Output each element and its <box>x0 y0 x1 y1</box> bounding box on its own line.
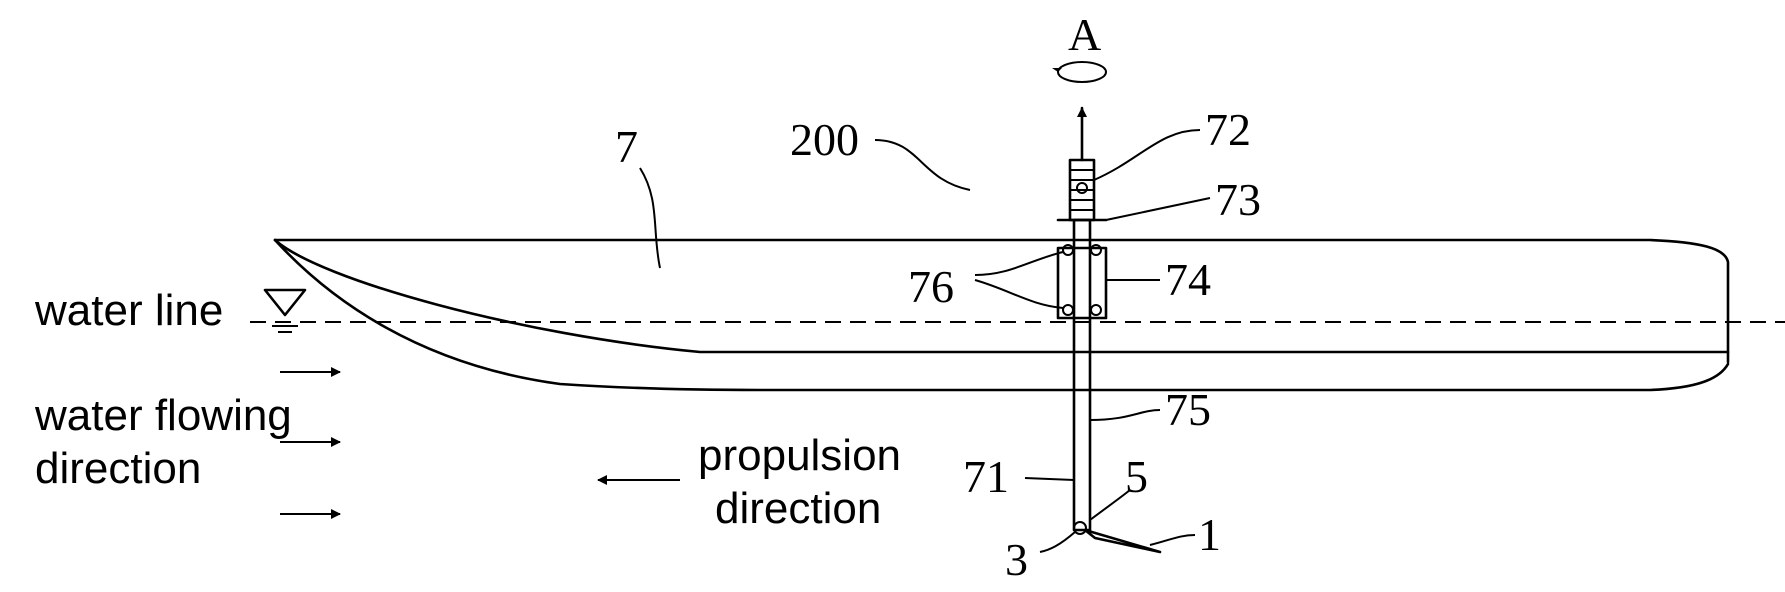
bolt-76d <box>1091 305 1101 315</box>
hull-deck-line <box>275 240 1728 362</box>
ref-76: 76 <box>908 261 954 312</box>
leader-5 <box>1090 490 1130 520</box>
rotation-symbol <box>1052 62 1106 82</box>
bolt-76a <box>1063 245 1073 255</box>
leader-71 <box>1025 478 1074 480</box>
leader-200 <box>875 140 970 190</box>
hull-upper-chine <box>275 240 1728 352</box>
pivot-3 <box>1074 522 1086 534</box>
ref-3: 3 <box>1005 534 1028 585</box>
rotation-label-a: A <box>1068 9 1101 60</box>
water-level-symbol <box>265 290 305 332</box>
boat-hull <box>275 240 1728 390</box>
ref-72: 72 <box>1205 104 1251 155</box>
fin-1 <box>1085 530 1160 552</box>
shaft-75 <box>1074 220 1090 530</box>
propulsion-label-2: direction <box>715 484 881 533</box>
ref-5: 5 <box>1125 451 1148 502</box>
water-flowing-label-2: direction <box>35 444 201 493</box>
ref-7: 7 <box>615 121 638 172</box>
hull-keel-line <box>275 240 1728 390</box>
propulsion-label-1: propulsion <box>698 431 901 480</box>
bolt-76b <box>1091 245 1101 255</box>
leader-76b <box>975 280 1063 308</box>
leader-73 <box>1106 198 1210 220</box>
ref-73: 73 <box>1215 174 1261 225</box>
water-line-label: water line <box>34 286 223 335</box>
ref-200: 200 <box>790 114 859 165</box>
water-flowing-label-1: water flowing <box>34 391 292 440</box>
leader-76a <box>975 252 1063 275</box>
ref-1: 1 <box>1198 509 1221 560</box>
bracket-74 <box>1058 248 1106 318</box>
leader-72 <box>1094 130 1200 180</box>
leader-1 <box>1150 535 1195 545</box>
bolt-76c <box>1063 305 1073 315</box>
leader-3 <box>1040 532 1075 552</box>
ref-71: 71 <box>963 451 1009 502</box>
ref-74: 74 <box>1165 254 1211 305</box>
leader-7 <box>640 168 660 268</box>
leader-75 <box>1090 410 1160 420</box>
ref-75: 75 <box>1165 384 1211 435</box>
